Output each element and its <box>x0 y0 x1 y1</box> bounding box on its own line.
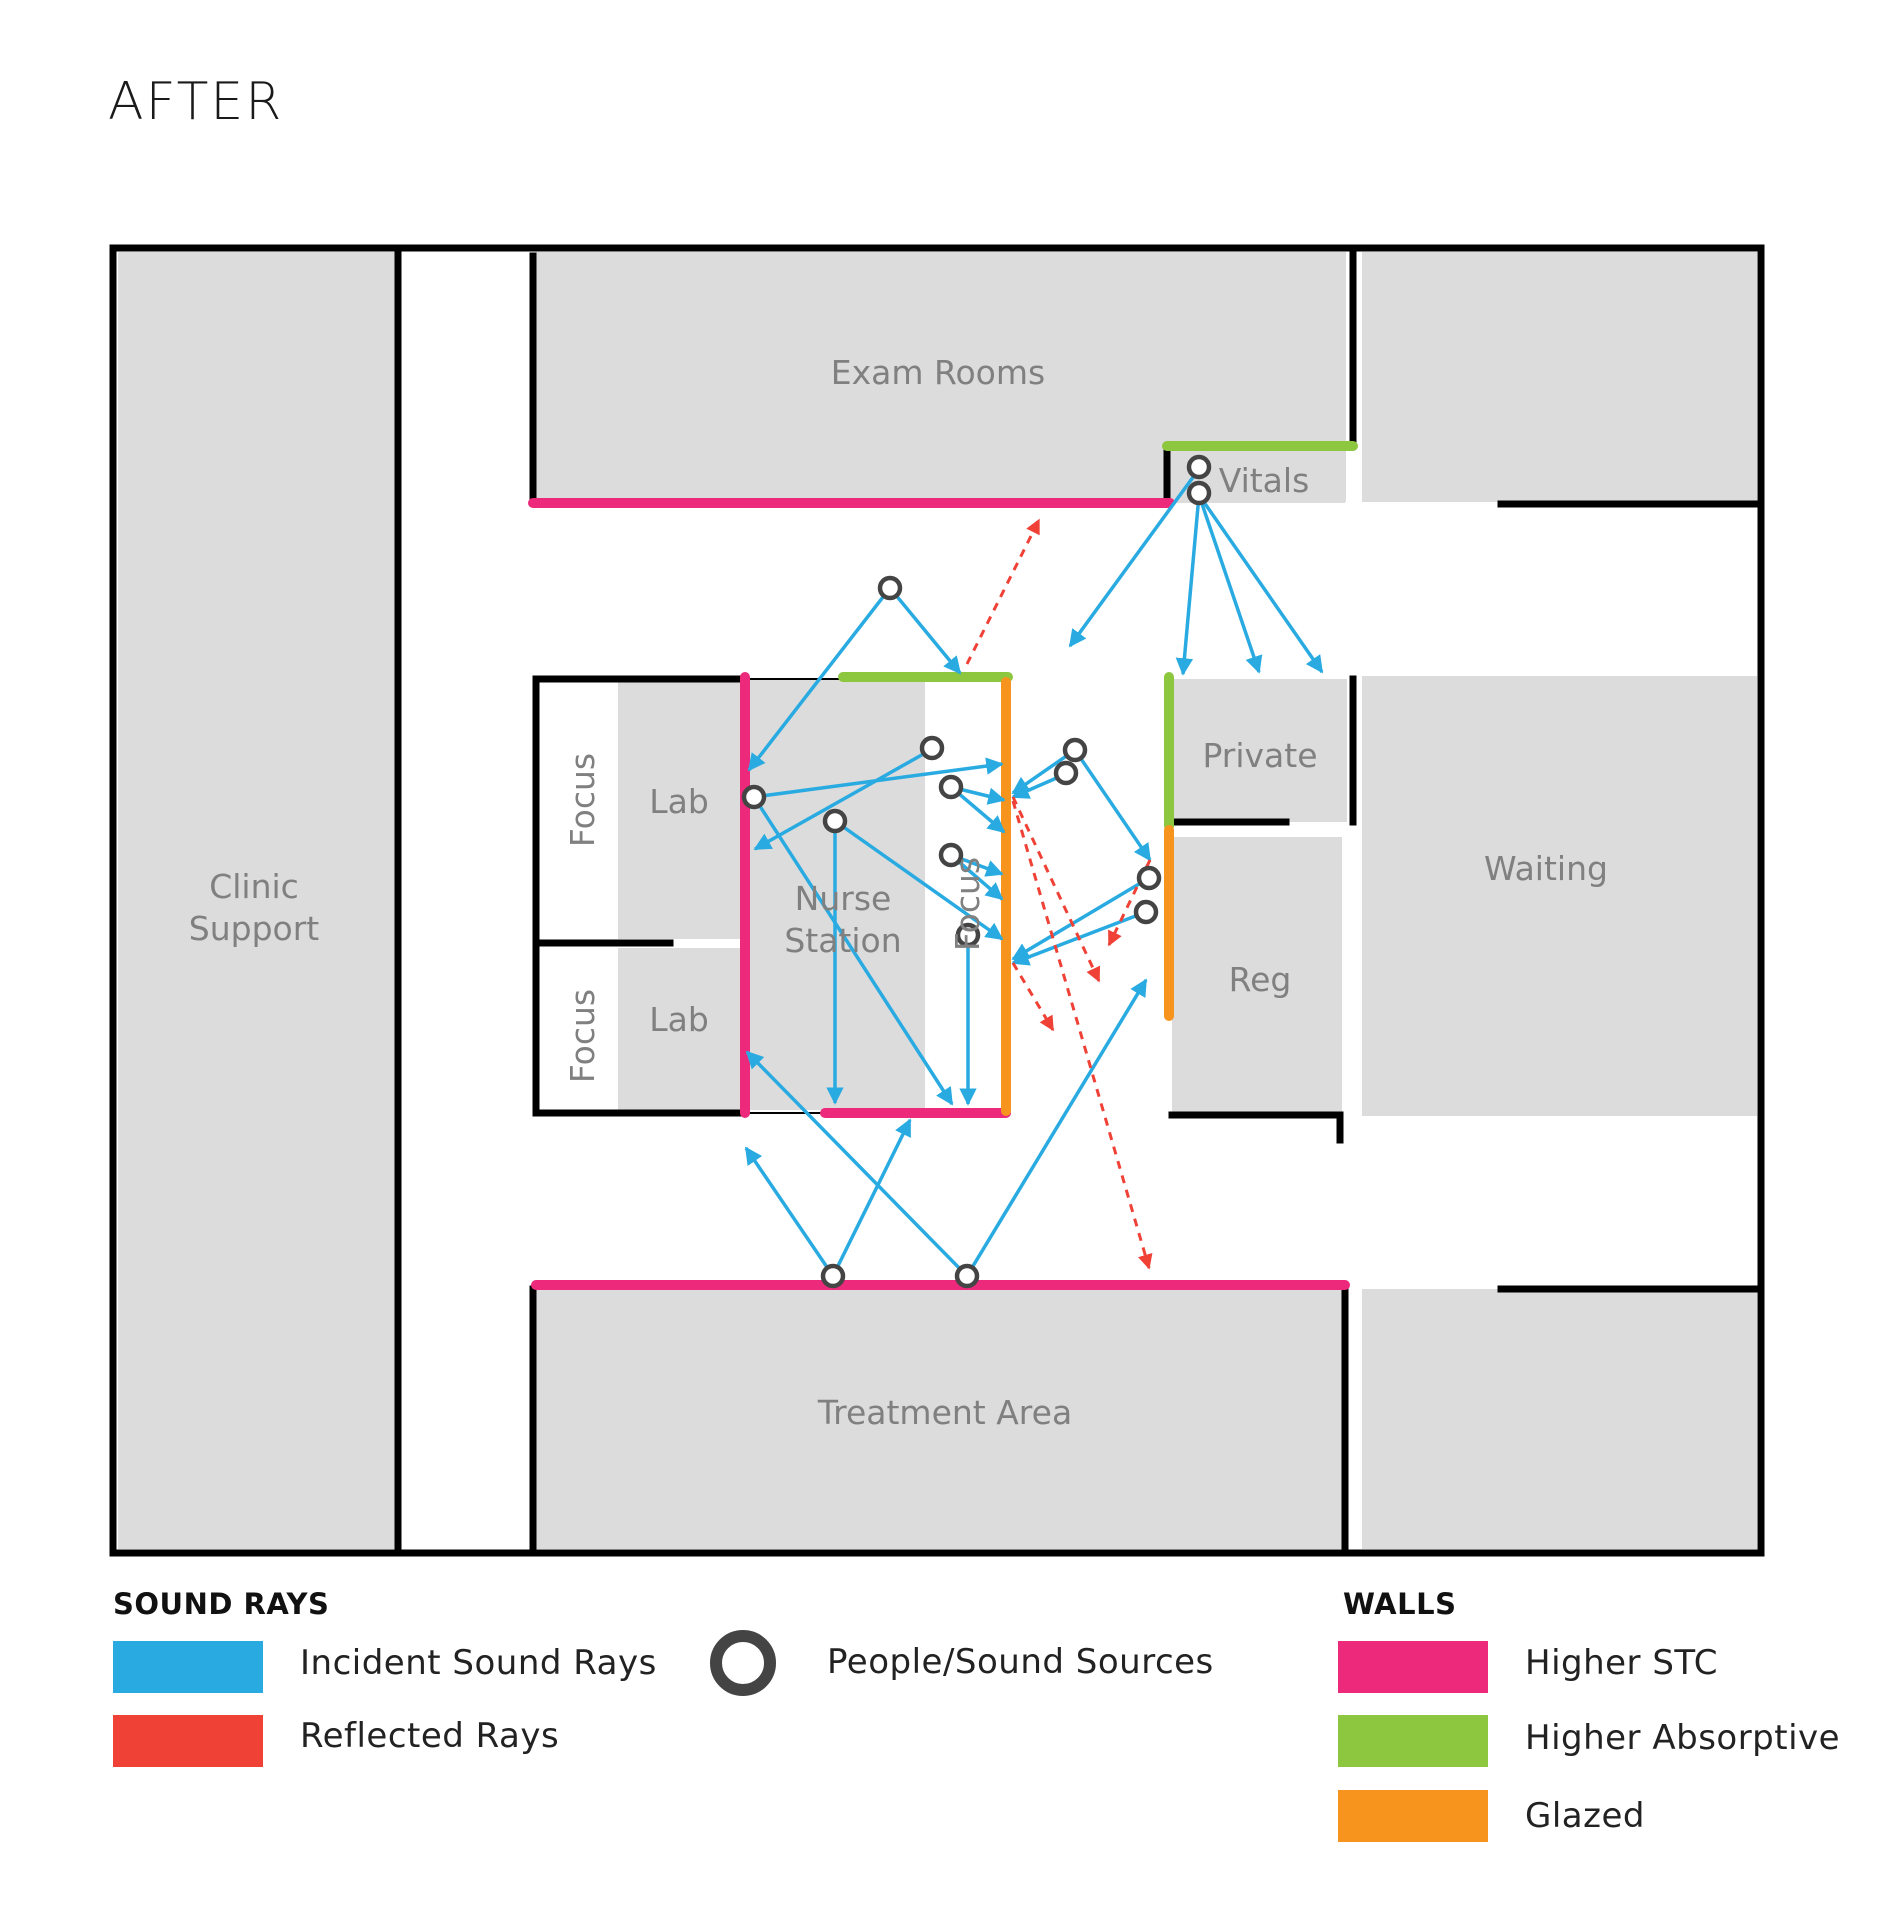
clinic-support-label: Support <box>189 909 320 948</box>
sound-source <box>1062 737 1088 763</box>
sound-source <box>919 735 945 761</box>
lab-lower-label: Lab <box>649 1000 709 1039</box>
bottom-right-room <box>1362 1289 1757 1549</box>
walls-higher-stc <box>528 498 1350 1290</box>
room-fills <box>118 252 1757 1549</box>
sound-source <box>955 922 981 948</box>
sound-source <box>877 575 903 601</box>
walls-standard <box>109 244 1765 1557</box>
private-room <box>1172 679 1347 822</box>
vitals-label: Vitals <box>1219 461 1310 500</box>
reflected-ray-swatch <box>113 1715 263 1767</box>
sound-source <box>1186 454 1212 480</box>
glazed-label: Glazed <box>1525 1796 1645 1836</box>
clinic-support-label: Clinic <box>209 867 299 906</box>
nurse-station-label: Nurse <box>795 879 892 918</box>
walls-higher-absorptive <box>838 441 1358 831</box>
waiting-room <box>1362 676 1757 1116</box>
diagram-title: AFTER <box>108 72 284 132</box>
glazed-swatch <box>1338 1790 1488 1842</box>
sound-source-label: People/Sound Sources <box>827 1642 1214 1682</box>
focus-center-label: Focus <box>948 857 987 951</box>
sound-sources <box>741 454 1212 1289</box>
reg-label: Reg <box>1229 960 1292 999</box>
reg-room <box>1172 837 1342 1114</box>
incident-sound-rays <box>744 467 1324 1278</box>
sound-source <box>1136 865 1162 891</box>
focus-upper-label: Focus <box>563 753 602 847</box>
higher-absorptive-label: Higher Absorptive <box>1525 1718 1841 1758</box>
nurse-station-label: Station <box>784 921 901 960</box>
sound-source <box>1133 899 1159 925</box>
focus-lower-label: Focus <box>563 989 602 1083</box>
walls-thin <box>745 678 850 1114</box>
walls-glazed <box>1001 677 1174 1116</box>
exam-rooms-label: Exam Rooms <box>831 353 1045 392</box>
sound-source <box>741 784 767 810</box>
sound-source <box>1186 480 1212 506</box>
lab-upper-room <box>618 679 744 939</box>
sound-source <box>1053 760 1079 786</box>
sound-source <box>822 808 848 834</box>
higher-stc-swatch <box>1338 1641 1488 1693</box>
reflected-ray-label: Reflected Rays <box>300 1716 560 1756</box>
incident-ray-swatch <box>113 1641 263 1693</box>
private-label: Private <box>1202 736 1317 775</box>
sound-source-icon <box>710 1630 776 1696</box>
treatment-area-room <box>536 1289 1346 1549</box>
clinic-support-room <box>118 252 398 1549</box>
legend-heading-walls: WALLS <box>1343 1587 1457 1621</box>
nurse-station-room <box>750 679 925 1110</box>
higher-absorptive-swatch <box>1338 1715 1488 1767</box>
room-labels: Clinic Support Exam Rooms Vitals Private… <box>189 353 1608 1432</box>
incident-ray-label: Incident Sound Rays <box>300 1643 657 1683</box>
lab-lower-room <box>618 948 744 1110</box>
waiting-label: Waiting <box>1484 849 1608 888</box>
sound-source <box>954 1263 980 1289</box>
top-right-room <box>1362 252 1757 502</box>
floor-plan: Clinic Support Exam Rooms Vitals Private… <box>109 244 1765 1557</box>
treatment-area-label: Treatment Area <box>817 1393 1072 1432</box>
legend-heading-sound-rays: SOUND RAYS <box>113 1587 330 1621</box>
sound-source <box>820 1263 846 1289</box>
lab-upper-label: Lab <box>649 782 709 821</box>
sound-source <box>938 774 964 800</box>
higher-stc-label: Higher STC <box>1525 1643 1718 1683</box>
sound-source <box>938 842 964 868</box>
